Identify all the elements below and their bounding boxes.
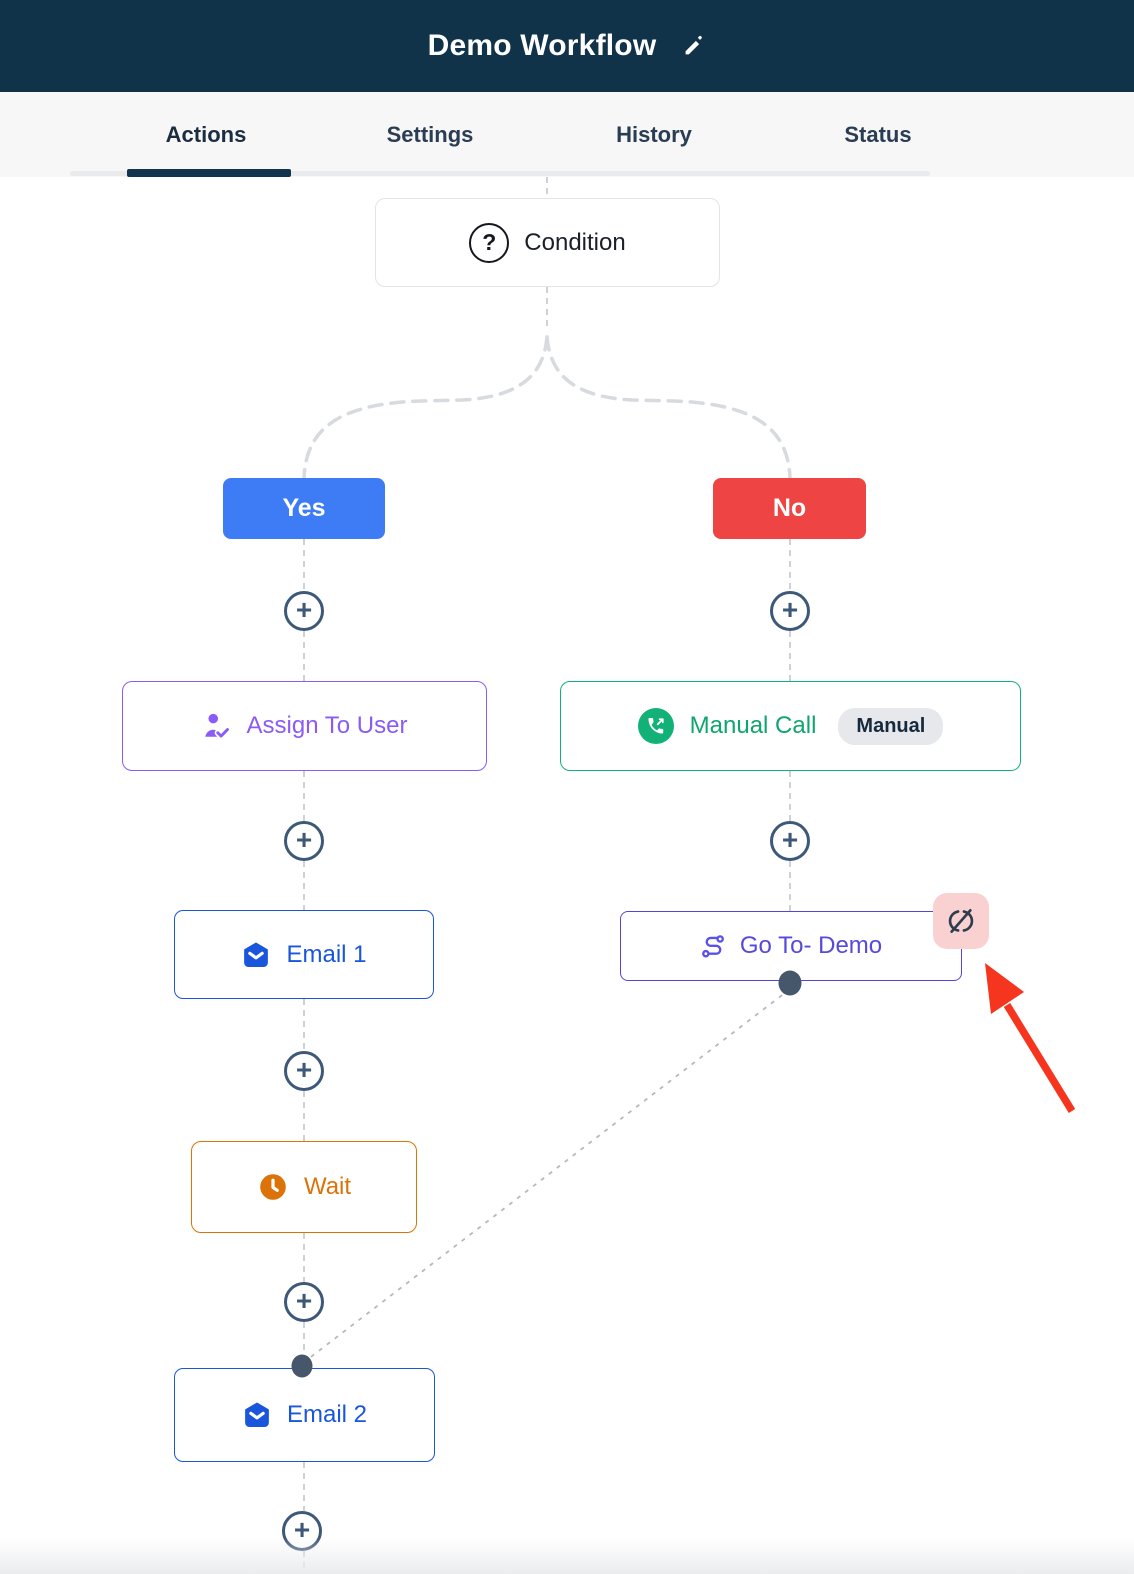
node-email-2[interactable]: Email 2 bbox=[174, 1368, 435, 1462]
add-step-button[interactable]: + bbox=[284, 821, 324, 861]
go-to-demo-label: Go To- Demo bbox=[739, 932, 883, 959]
clock-icon bbox=[257, 1171, 289, 1203]
phone-outgoing-icon bbox=[637, 708, 674, 744]
condition-label: Condition bbox=[524, 228, 626, 256]
plus-icon: + bbox=[295, 823, 313, 855]
add-step-button[interactable]: + bbox=[284, 1051, 324, 1091]
assign-to-user-label: Assign To User bbox=[246, 712, 408, 739]
tab-actions-label: Actions bbox=[165, 121, 247, 147]
plus-icon: + bbox=[295, 1053, 313, 1085]
plus-icon: + bbox=[295, 593, 313, 625]
plus-icon: + bbox=[781, 593, 799, 625]
mail-icon bbox=[241, 940, 271, 970]
workflow-canvas[interactable]: ? Condition Yes No + + + + + + + bbox=[0, 177, 1134, 1574]
disconnect-goto-button[interactable] bbox=[933, 893, 989, 949]
tab-history[interactable]: History bbox=[542, 92, 766, 177]
add-step-button[interactable]: + bbox=[284, 1282, 324, 1322]
tab-bar: Actions Settings History Status bbox=[0, 92, 1134, 177]
unlink-icon bbox=[945, 905, 977, 937]
tab-settings[interactable]: Settings bbox=[318, 92, 542, 177]
add-step-button[interactable]: + bbox=[282, 1511, 322, 1551]
email-1-label: Email 1 bbox=[286, 940, 367, 968]
workflow-title: Demo Workflow bbox=[427, 29, 657, 62]
node-go-to-demo[interactable]: Go To- Demo bbox=[620, 911, 962, 981]
manual-call-label: Manual Call bbox=[689, 712, 817, 739]
pencil-icon[interactable] bbox=[682, 34, 706, 58]
plus-icon: + bbox=[293, 1513, 311, 1545]
node-email-1[interactable]: Email 1 bbox=[174, 910, 434, 999]
branch-yes-label: Yes bbox=[282, 494, 326, 522]
plus-icon: + bbox=[295, 1284, 313, 1316]
tab-status-label: Status bbox=[844, 121, 912, 147]
add-step-button[interactable]: + bbox=[770, 591, 810, 631]
tab-actions[interactable]: Actions bbox=[94, 92, 318, 177]
active-tab-underline bbox=[127, 169, 291, 177]
user-check-icon bbox=[202, 711, 232, 741]
email-2-label: Email 2 bbox=[286, 1401, 368, 1428]
mail-icon bbox=[242, 1400, 272, 1430]
plus-icon: + bbox=[781, 823, 799, 855]
branch-yes[interactable]: Yes bbox=[223, 478, 385, 539]
branch-no-label: No bbox=[772, 494, 807, 522]
app-header: Demo Workflow bbox=[0, 0, 1134, 92]
node-assign-to-user[interactable]: Assign To User bbox=[122, 681, 487, 771]
connector-lines bbox=[302, 177, 792, 1574]
question-circle-icon: ? bbox=[469, 222, 510, 263]
route-icon bbox=[700, 933, 727, 960]
tab-status[interactable]: Status bbox=[766, 92, 990, 177]
add-step-button[interactable]: + bbox=[284, 591, 324, 631]
branch-no[interactable]: No bbox=[713, 478, 866, 539]
node-manual-call[interactable]: Manual Call Manual bbox=[560, 681, 1021, 771]
tab-scroll-track bbox=[70, 171, 930, 176]
node-wait[interactable]: Wait bbox=[191, 1141, 417, 1233]
tab-history-label: History bbox=[616, 121, 692, 147]
add-step-button[interactable]: + bbox=[770, 821, 810, 861]
node-condition[interactable]: ? Condition bbox=[375, 198, 720, 287]
wait-label: Wait bbox=[303, 1173, 352, 1200]
tab-settings-label: Settings bbox=[386, 121, 474, 147]
manual-badge: Manual bbox=[838, 707, 944, 745]
